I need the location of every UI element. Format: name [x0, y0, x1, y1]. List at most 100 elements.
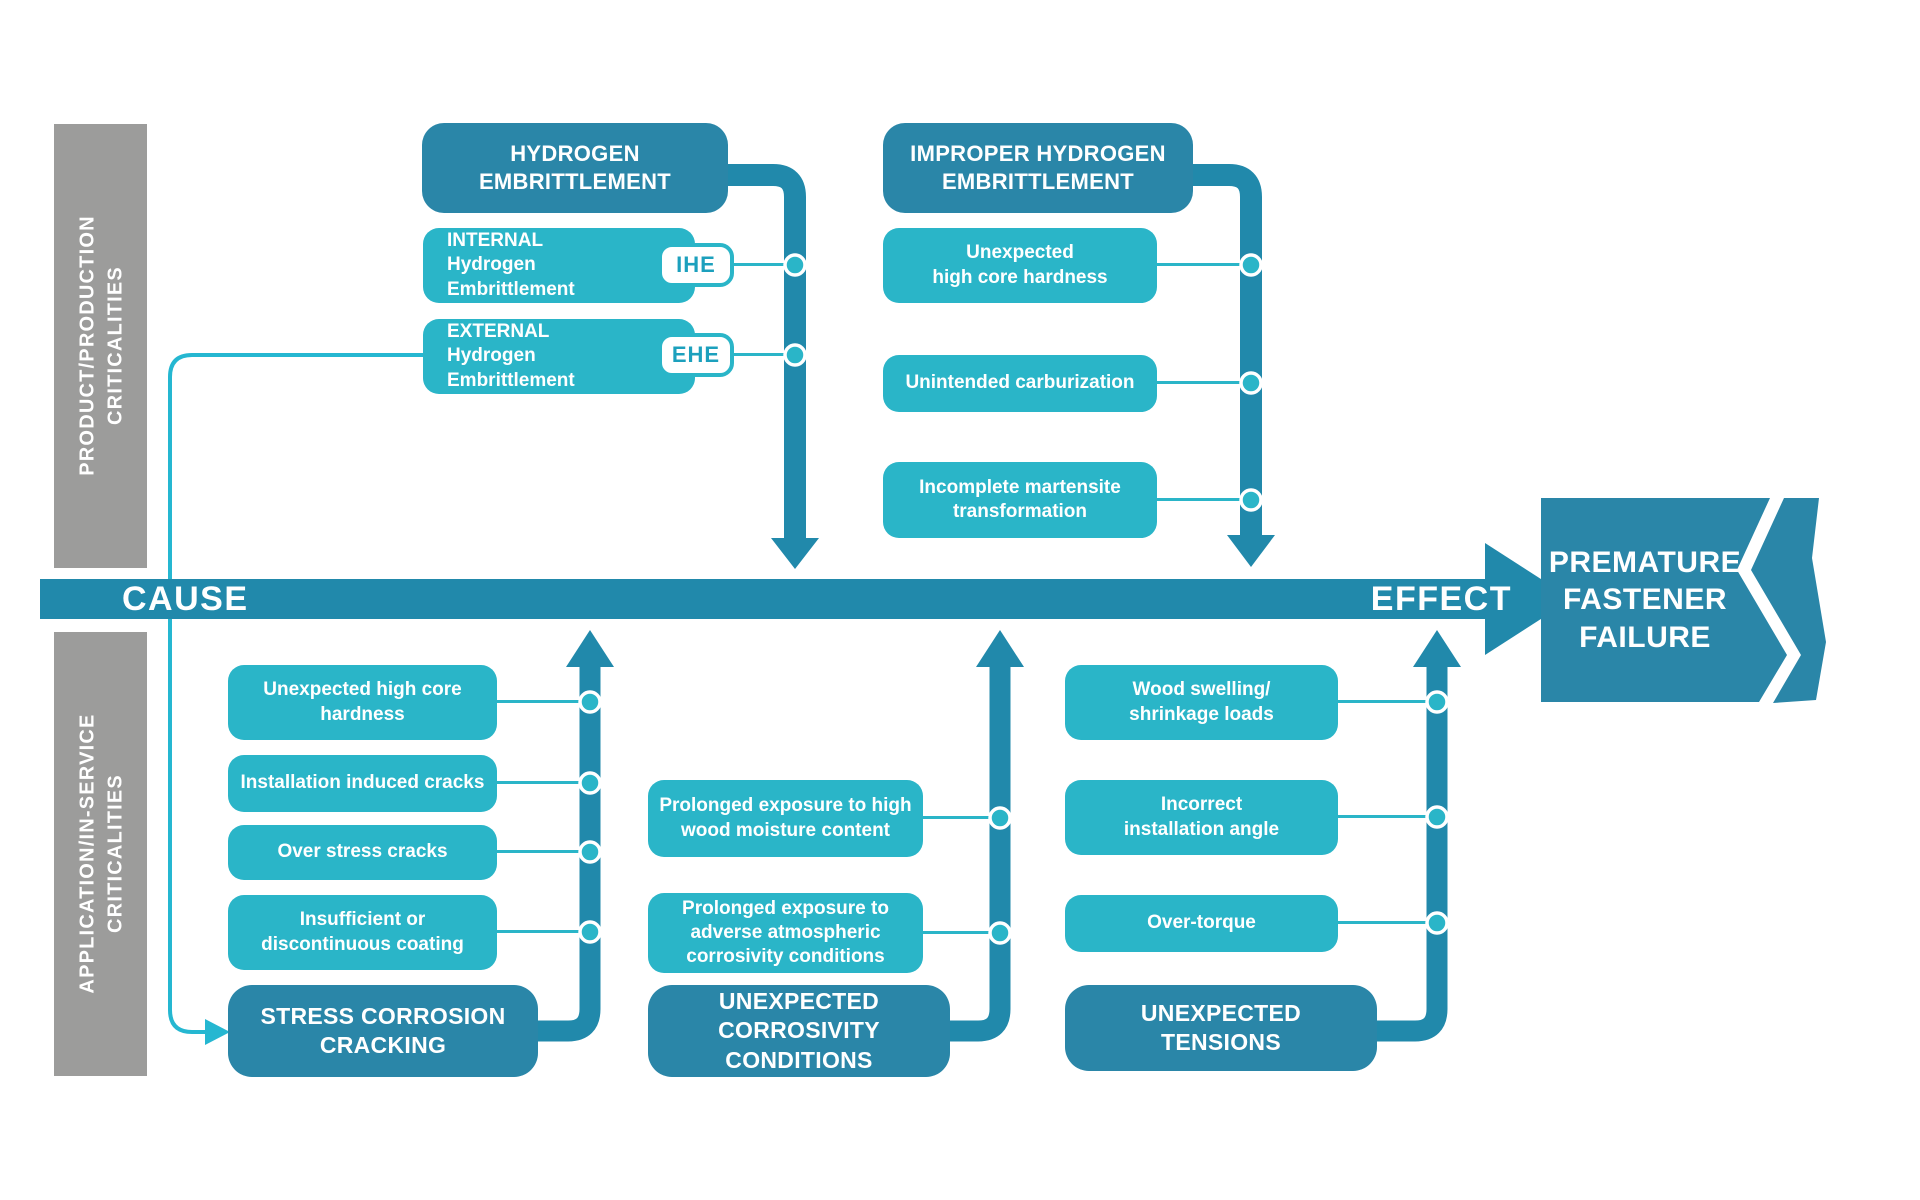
box-label-line: TENSIONS — [1161, 1029, 1281, 1055]
cyan-feedback-line — [168, 353, 423, 1034]
connector-line — [497, 700, 582, 703]
rail-product-production-label: PRODUCT/PRODUCTION CRITICALITIES — [55, 124, 148, 568]
box-label-line: Unexpected high core — [263, 679, 462, 701]
box-label-line: Prolonged exposure to high — [659, 795, 912, 817]
connector-dot — [1239, 488, 1263, 512]
rail-application-in-service-label: APPLICATION/IN-SERVICE CRITICALITIES — [55, 632, 148, 1076]
box-label-line: Over stress cracks — [277, 841, 448, 863]
box-label-line: corrosivity conditions — [686, 946, 885, 968]
cause-effect-band — [40, 579, 1485, 619]
connector-line — [1157, 498, 1243, 501]
connector-dot — [1425, 805, 1449, 829]
cause-label: CAUSE — [122, 579, 249, 618]
box-label-line: high core hardness — [932, 266, 1108, 288]
box-label-line: Incorrect — [1160, 794, 1243, 816]
box-incorrect-installation-angle: Incorrect installation angle — [1065, 780, 1338, 855]
connector-line — [1338, 815, 1430, 818]
box-external-hydrogen-embrittlement: EXTERNAL Hydrogen Embrittlement — [423, 319, 695, 394]
box-label-line: IMPROPER HYDROGEN — [910, 140, 1166, 166]
stem-unexpected-tensions — [1377, 664, 1448, 1042]
connector-dot — [783, 343, 807, 367]
box-over-torque: Over-torque — [1065, 895, 1338, 952]
connector-line — [1338, 700, 1430, 703]
rail-label-line: PRODUCT/PRODUCTION — [76, 215, 98, 476]
connector-line — [497, 930, 582, 933]
failure-box-crack-fragment — [1751, 498, 1826, 703]
box-incomplete-martensite-transformation: Incomplete martensite transformation — [883, 462, 1157, 538]
effect-label: EFFECT — [1370, 579, 1512, 618]
connector-line — [1157, 263, 1243, 266]
box-label-line: CRACKING — [319, 1032, 447, 1058]
connector-dot — [1425, 911, 1449, 935]
box-label-line: STRESS CORROSION — [260, 1002, 506, 1029]
failure-label-line: PREMATURE — [1548, 545, 1742, 579]
connector-dot — [1239, 253, 1263, 277]
up-arrow-icon — [1413, 630, 1461, 667]
box-insufficient-discontinuous-coating: Insufficient or discontinuous coating — [228, 895, 497, 970]
box-unexpected-high-core-hardness-bottom: Unexpected high core hardness — [228, 665, 497, 740]
badge-ehe: EHE — [658, 333, 734, 377]
box-label-line: EMBRITTLEMENT — [478, 169, 672, 194]
box-label-line: Embrittlement — [447, 278, 575, 300]
failure-label-line: FAILURE — [1579, 620, 1711, 654]
box-label-line: HYDROGEN — [510, 140, 640, 166]
rail-application-in-service — [54, 632, 147, 1076]
connector-line — [1157, 381, 1243, 384]
connector-dot — [1425, 690, 1449, 714]
connector-dot — [578, 690, 602, 714]
stem-improper-hydrogen-embrittlement — [1193, 164, 1262, 537]
box-label-line: Installation induced cracks — [240, 772, 485, 794]
box-label-line: CONDITIONS — [725, 1046, 873, 1073]
box-label-line: hardness — [320, 703, 405, 725]
up-arrow-icon — [976, 630, 1024, 667]
rail-label-line: CRITICALITIES — [104, 266, 126, 425]
box-prolonged-exposure-wood-moisture: Prolonged exposure to high wood moisture… — [648, 780, 923, 857]
box-stress-corrosion-cracking: STRESS CORROSION CRACKING — [228, 985, 538, 1077]
box-label-line: installation angle — [1123, 818, 1280, 840]
connector-dot — [578, 920, 602, 944]
connector-line — [733, 263, 785, 266]
connector-dot — [988, 921, 1012, 945]
box-label-line: EMBRITTLEMENT — [941, 169, 1135, 194]
rail-product-production — [54, 124, 147, 568]
box-label-line: shrinkage loads — [1129, 703, 1274, 725]
rail-label-line: CRITICALITIES — [104, 774, 126, 933]
box-installation-induced-cracks: Installation induced cracks — [228, 755, 497, 812]
connector-dots — [578, 253, 1449, 945]
connector-dot — [578, 840, 602, 864]
failure-label-line: FASTENER — [1562, 583, 1728, 617]
box-wood-swelling-shrinkage-loads: Wood swelling/ shrinkage loads — [1065, 665, 1338, 740]
connector-line — [497, 781, 582, 784]
box-improper-hydrogen-embrittlement: IMPROPER HYDROGEN EMBRITTLEMENT — [883, 123, 1193, 213]
connector-line — [923, 816, 993, 819]
connector-lines — [497, 263, 1430, 934]
connector-line — [733, 353, 785, 356]
feedback-arrow-icon — [205, 1019, 230, 1045]
box-label-line: Over-torque — [1147, 912, 1256, 934]
effect-arrow-icon — [1485, 543, 1572, 655]
box-label-line: Embrittlement — [447, 369, 575, 391]
box-label-line: Insufficient or — [299, 909, 426, 931]
stem-stress-corrosion-cracking — [538, 664, 601, 1042]
box-internal-hydrogen-embrittlement: INTERNAL Hydrogen Embrittlement — [423, 228, 695, 303]
box-label-line: Unexpected — [966, 242, 1074, 264]
box-label-line: adverse atmospheric — [690, 921, 881, 943]
connector-line — [923, 931, 993, 934]
up-arrow-icon — [566, 630, 614, 667]
box-label-line: discontinuous coating — [261, 933, 464, 955]
box-prolonged-exposure-atmospheric-corrosivity: Prolonged exposure to adverse atmospheri… — [648, 893, 923, 973]
box-label-line: CORROSIVITY — [718, 1017, 880, 1044]
box-over-stress-cracks: Over stress cracks — [228, 825, 497, 880]
box-unexpected-high-core-hardness-top: Unexpected high core hardness — [883, 228, 1157, 303]
down-arrow-icon — [1227, 535, 1275, 567]
box-unexpected-tensions: UNEXPECTED TENSIONS — [1065, 985, 1377, 1071]
box-label-line: EXTERNAL Hydrogen — [447, 321, 550, 367]
connector-dot — [783, 253, 807, 277]
box-hydrogen-embrittlement: HYDROGEN EMBRITTLEMENT — [422, 123, 728, 213]
down-arrow-icon — [771, 538, 819, 569]
connector-line — [1338, 921, 1430, 924]
box-label-line: Wood swelling/ — [1132, 679, 1271, 701]
stem-hydrogen-embrittlement — [728, 164, 806, 540]
